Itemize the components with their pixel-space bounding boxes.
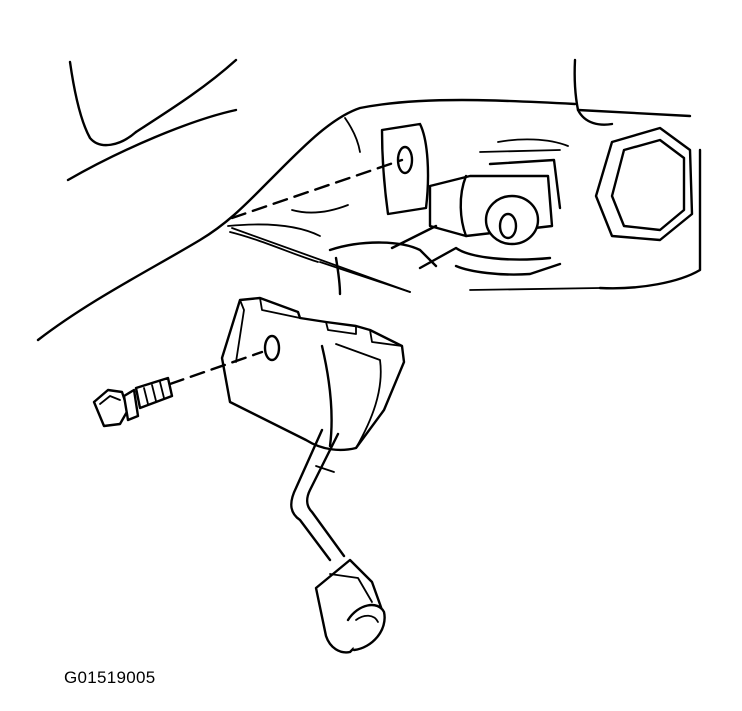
sensor-bracket-icon [220,296,406,452]
figure-id-label: G01519005 [64,668,156,687]
mounting-bolt-icon [92,376,174,428]
engine-block-icon [36,58,702,342]
bolt-alignment-line [168,350,264,386]
sensor-harness-connector-icon [290,428,386,654]
